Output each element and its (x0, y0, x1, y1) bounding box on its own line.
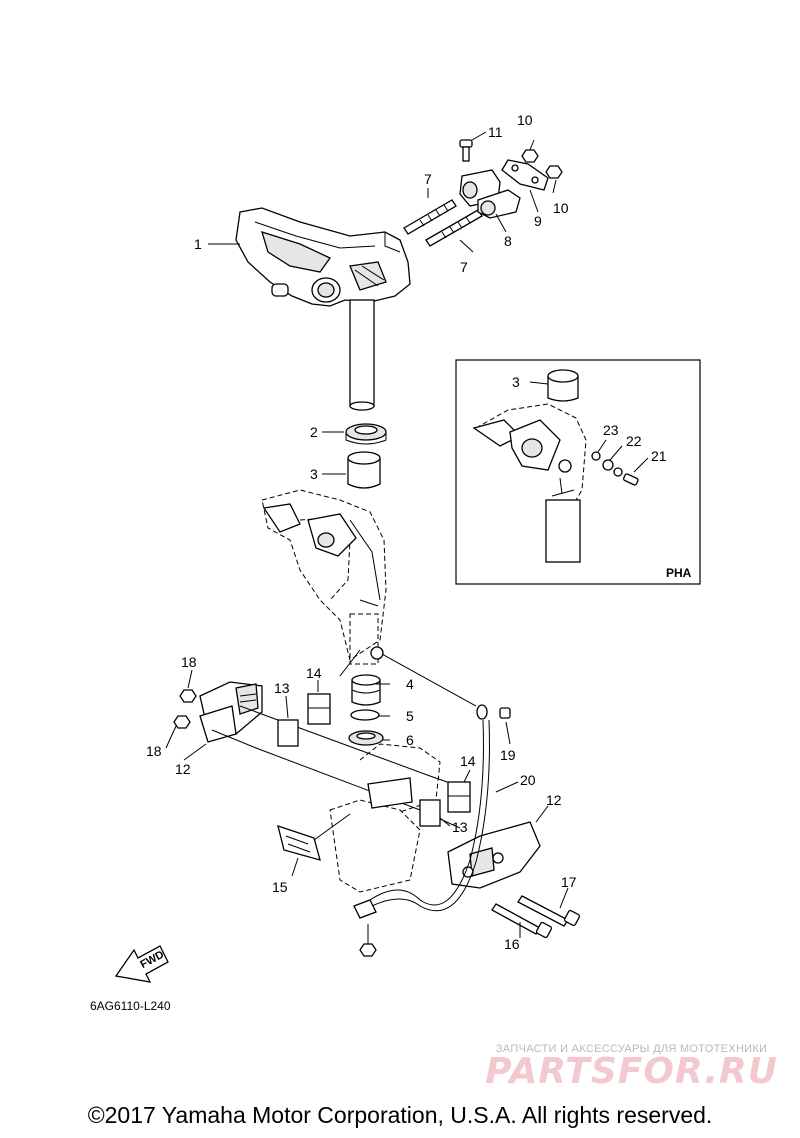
callout-13-left: 13 (274, 680, 290, 696)
rubber-block-part-14-left (307, 693, 331, 725)
washer-part-6 (348, 730, 384, 746)
bushing-part-3 (347, 451, 381, 489)
callout-16: 16 (504, 936, 520, 952)
stud-bolt-lower (425, 209, 483, 247)
nut-upper (521, 149, 539, 163)
callout-17: 17 (561, 874, 577, 890)
rubber-block-part-13-right (419, 799, 441, 827)
callout-3-main: 3 (310, 466, 318, 482)
callout-14-left: 14 (306, 665, 322, 681)
callout-22: 22 (626, 433, 642, 449)
diagram-code: 6AG6110-L240 (90, 999, 171, 1013)
nut-part-18-upper (179, 689, 197, 703)
screw-part-19 (499, 707, 511, 719)
callout-15: 15 (272, 879, 288, 895)
callout-11: 11 (488, 124, 503, 140)
callout-7-upper: 7 (424, 171, 432, 187)
fwd-arrow-icon: FWD (114, 945, 169, 983)
inset-label: PHA (666, 566, 692, 580)
callout-5: 5 (406, 708, 414, 724)
callout-1: 1 (194, 236, 202, 252)
bushing-part-2 (345, 423, 387, 445)
plate-part (501, 159, 549, 191)
watermark-brand: PARTSFOR.RU (485, 1051, 778, 1092)
callout-12-right: 12 (546, 792, 562, 808)
callout-labels: 1 2 3 3 4 5 6 7 7 8 9 10 10 11 12 12 13 … (90, 112, 692, 1013)
callout-3-inset: 3 (512, 374, 520, 390)
callout-6: 6 (406, 732, 414, 748)
inset-pha (455, 359, 701, 585)
swivel-bracket-part (235, 207, 411, 307)
nut-lower (545, 165, 563, 179)
stud-bolt-upper (403, 199, 457, 235)
nut-part-18-lower (173, 715, 191, 729)
rubber-block-part-13-left (277, 719, 299, 747)
steering-shaft (349, 299, 375, 411)
callout-12-left: 12 (175, 761, 191, 777)
callout-19: 19 (500, 747, 516, 763)
copyright-notice: ©2017 Yamaha Motor Corporation, U.S.A. A… (87, 1102, 713, 1128)
mount-bracket-part-12-right (447, 821, 541, 889)
callout-21: 21 (651, 448, 667, 464)
plate-part-15 (277, 825, 321, 861)
ground-lead-part-20 (353, 704, 490, 957)
rubber-block-part-14-right (447, 781, 471, 813)
steering-bracket-part (459, 169, 521, 219)
callout-14-right: 14 (460, 753, 476, 769)
callout-20: 20 (520, 772, 536, 788)
watermark-tagline: ЗАПЧАСТИ И АКСЕССУАРЫ ДЛЯ МОТОТЕХНИКИ (495, 1043, 768, 1055)
rubber-mount-part-4 (351, 674, 381, 706)
leader-lines (165, 131, 649, 938)
watermark: ЗАПЧАСТИ И АКСЕССУАРЫ ДЛЯ МОТОТЕХНИКИ PA… (485, 1043, 778, 1092)
callout-2: 2 (310, 424, 318, 440)
callout-13-right: 13 (452, 819, 468, 835)
callout-18-lower: 18 (146, 743, 162, 759)
bolt-part-11 (459, 139, 473, 162)
bolt-part-16 (491, 903, 553, 939)
callout-10-upper: 10 (517, 112, 533, 128)
callout-10-lower: 10 (553, 200, 569, 216)
callout-8: 8 (504, 233, 512, 249)
callout-7-lower: 7 (460, 259, 468, 275)
lower-mount-housing (199, 681, 471, 893)
callout-9: 9 (534, 213, 542, 229)
swivel-housing-dashed (261, 489, 387, 665)
o-ring-part-5 (350, 709, 380, 721)
callout-23: 23 (603, 422, 619, 438)
bolt-part-17 (517, 895, 581, 927)
callout-18-upper: 18 (181, 654, 197, 670)
callout-4: 4 (406, 676, 414, 692)
